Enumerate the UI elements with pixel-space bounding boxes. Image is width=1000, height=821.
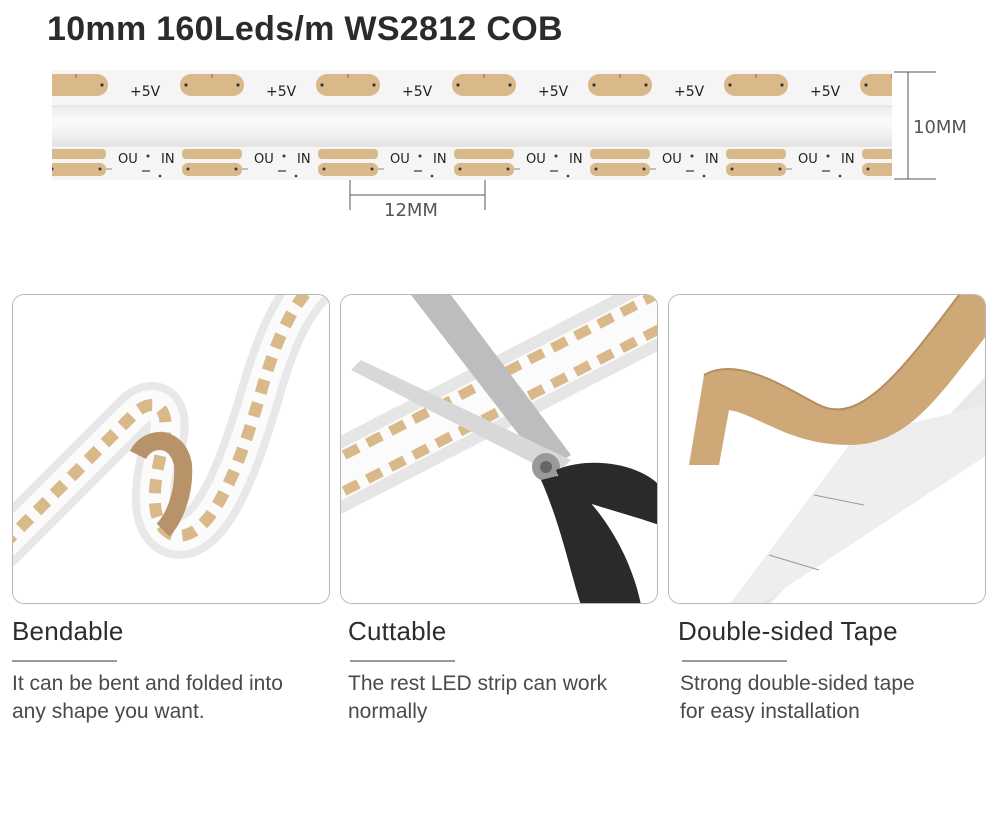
strip-label-in: IN — [705, 152, 719, 167]
strip-label-out: OU — [526, 152, 546, 167]
strip-top-pad — [860, 74, 892, 96]
strip-label-5v: +5V — [130, 84, 161, 100]
strip-bottom-pad — [52, 149, 106, 159]
strip-bottom-pad — [454, 149, 514, 159]
divider — [682, 660, 787, 662]
cut-dimension-marker — [349, 180, 486, 210]
strip-bottom-pad — [726, 149, 786, 159]
bendable-photo — [12, 294, 330, 604]
double-sided-tape-illustration — [669, 295, 985, 603]
strip-label-5v: +5V — [810, 84, 841, 100]
strip-label-in: IN — [161, 152, 175, 167]
strip-bottom-pad — [862, 163, 892, 176]
bent-strip-illustration — [13, 295, 329, 603]
strip-label-out: OU — [798, 152, 818, 167]
feature-title-bendable: Bendable — [12, 616, 124, 646]
strip-top-pad — [724, 74, 788, 96]
led-strip-graphic: +5V OU IN +5V OU IN +5V OU IN +5V OU IN +5V OU IN +5V OU… — [52, 70, 892, 180]
strip-top-pad — [52, 74, 108, 96]
cuttable-photo — [340, 294, 658, 604]
divider — [350, 660, 455, 662]
strip-label-5v: +5V — [266, 84, 297, 100]
strip-bottom-pad — [454, 163, 514, 176]
strip-bottom-pad — [590, 163, 650, 176]
strip-segments: +5V OU IN +5V OU IN +5V OU IN +5V OU IN +5V OU IN +5V OU… — [52, 74, 892, 178]
width-dimension-marker — [894, 71, 936, 180]
strip-label-in: IN — [569, 152, 583, 167]
strip-bottom-pad — [182, 149, 242, 159]
strip-label-in: IN — [433, 152, 447, 167]
strip-bottom-pad — [726, 163, 786, 176]
strip-label-in: IN — [841, 152, 855, 167]
feature-description-bendable: It can be bent and folded into any shape… — [12, 672, 283, 723]
strip-label-out: OU — [254, 152, 274, 167]
strip-top-pad — [452, 74, 516, 96]
cut-dimension-label: 12MM — [384, 200, 438, 221]
strip-label-out: OU — [390, 152, 410, 167]
strip-label-in: IN — [297, 152, 311, 167]
strip-cob-cover — [52, 106, 892, 146]
strip-top-pad — [180, 74, 244, 96]
strip-label-5v: +5V — [402, 84, 433, 100]
strip-top-pad — [316, 74, 380, 96]
strip-label-5v: +5V — [538, 84, 569, 100]
strip-bottom-pad — [318, 163, 378, 176]
strip-bottom-pad — [52, 163, 106, 176]
led-strip-diagram: +5V OU IN +5V OU IN +5V OU IN +5V OU IN +5V OU IN +5V OU… — [52, 70, 892, 180]
divider — [12, 660, 117, 662]
strip-label-5v: +5V — [674, 84, 705, 100]
scissors-cutting-illustration — [341, 295, 657, 603]
strip-top-pad — [588, 74, 652, 96]
feature-description-tape: Strong double-sided tape for easy instal… — [680, 672, 915, 723]
strip-label-out: OU — [662, 152, 682, 167]
page-title: 10mm 160Leds/m WS2812 COB — [47, 10, 563, 48]
width-dimension-label: 10MM — [913, 117, 967, 138]
strip-bottom-pad — [590, 149, 650, 159]
feature-title-tape: Double-sided Tape — [678, 616, 898, 646]
strip-label-out: OU — [118, 152, 138, 167]
strip-bottom-pad — [182, 163, 242, 176]
tape-photo — [668, 294, 986, 604]
feature-description-cuttable: The rest LED strip can work normally — [348, 672, 608, 723]
strip-bottom-pad — [862, 149, 892, 159]
feature-title-cuttable: Cuttable — [348, 616, 447, 646]
strip-bottom-pad — [318, 149, 378, 159]
